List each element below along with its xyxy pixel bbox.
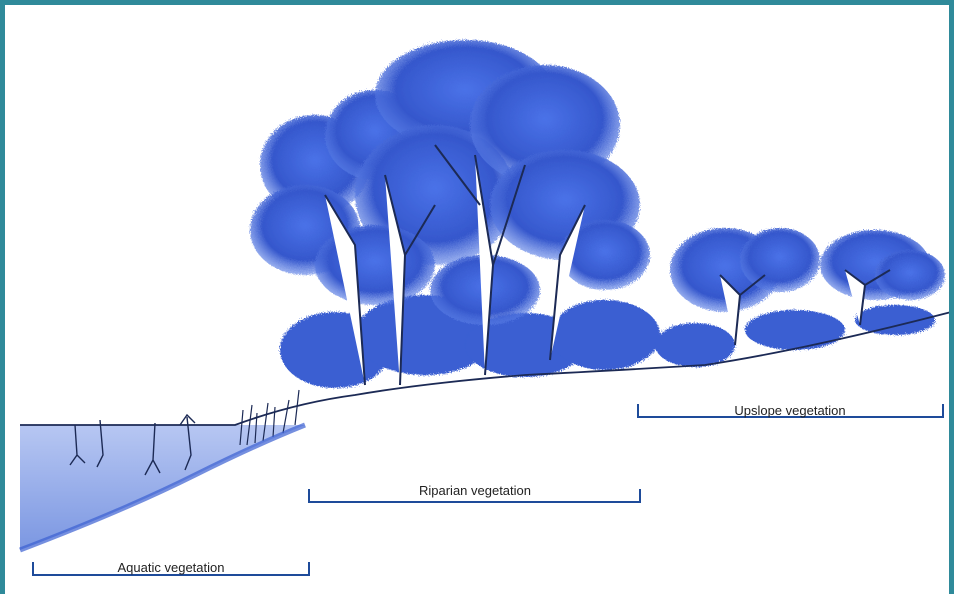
vegetation-zones-illustration — [5, 5, 954, 594]
upslope-tree-canopies — [670, 228, 945, 312]
aquatic-vegetation-label: Aquatic vegetation — [118, 560, 225, 575]
upslope-vegetation-label: Upslope vegetation — [734, 403, 845, 418]
riparian-vegetation-label: Riparian vegetation — [419, 483, 531, 498]
riparian-tree-canopies — [250, 40, 650, 325]
riparian-undergrowth — [280, 295, 935, 388]
